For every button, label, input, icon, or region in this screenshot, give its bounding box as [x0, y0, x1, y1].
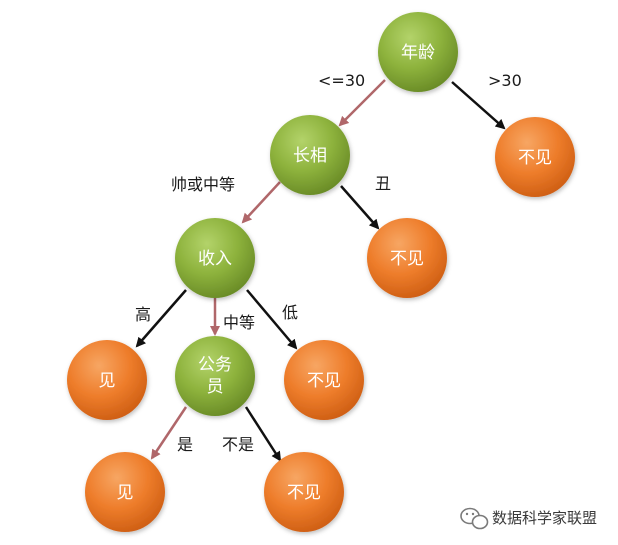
node-income: 收入	[175, 218, 255, 298]
edge-cs-no	[244, 406, 282, 462]
leaf-cs-no-label: 不见	[287, 483, 321, 503]
edge-looks-good	[241, 181, 281, 224]
node-looks-label: 长相	[293, 146, 327, 166]
edge-age-gt30	[451, 81, 506, 130]
node-age-label: 年龄	[401, 43, 435, 63]
leaf-ugly: 不见	[367, 218, 447, 298]
leaf-age-gt30: 不见	[495, 117, 575, 197]
node-looks: 长相	[270, 115, 350, 195]
leaf-income-high-label: 见	[99, 371, 116, 391]
leaf-ugly-label: 不见	[390, 249, 424, 269]
node-age: 年龄	[378, 12, 458, 92]
leaf-cs-yes: 见	[85, 452, 165, 532]
edge-label-looks-good: 帅或中等	[171, 175, 235, 194]
wechat-icon	[460, 507, 489, 530]
edge-looks-ugly	[340, 185, 380, 230]
edge-label-income-low: 低	[282, 303, 298, 322]
watermark: 数据科学家联盟	[460, 507, 597, 530]
edge-label-looks-ugly: 丑	[375, 174, 391, 193]
leaf-income-high: 见	[67, 340, 147, 420]
node-civil-servant-label-line1: 公务	[198, 355, 232, 375]
edge-label-age-le30: <=30	[318, 71, 365, 90]
leaf-cs-no: 不见	[264, 452, 344, 532]
edge-label-cs-no: 不是	[222, 435, 254, 454]
edge-label-income-high: 高	[135, 305, 151, 324]
leaf-income-low: 不见	[284, 340, 364, 420]
leaf-age-gt30-label: 不见	[518, 148, 552, 168]
watermark-text: 数据科学家联盟	[492, 509, 597, 527]
edge-income-low	[246, 289, 298, 350]
edge-age-le30	[338, 79, 386, 127]
edge-income-high	[135, 289, 187, 348]
leaf-income-low-label: 不见	[307, 371, 341, 391]
edge-label-cs-yes: 是	[177, 435, 193, 454]
node-civil-servant-label-line2: 员	[207, 377, 224, 397]
edge-label-income-mid: 中等	[223, 313, 255, 332]
node-civil-servant: 公务 员	[175, 336, 255, 416]
node-income-label: 收入	[198, 249, 232, 269]
edge-label-age-gt30: >30	[488, 71, 522, 90]
edge-cs-yes	[150, 406, 188, 460]
leaf-cs-yes-label: 见	[117, 483, 134, 503]
